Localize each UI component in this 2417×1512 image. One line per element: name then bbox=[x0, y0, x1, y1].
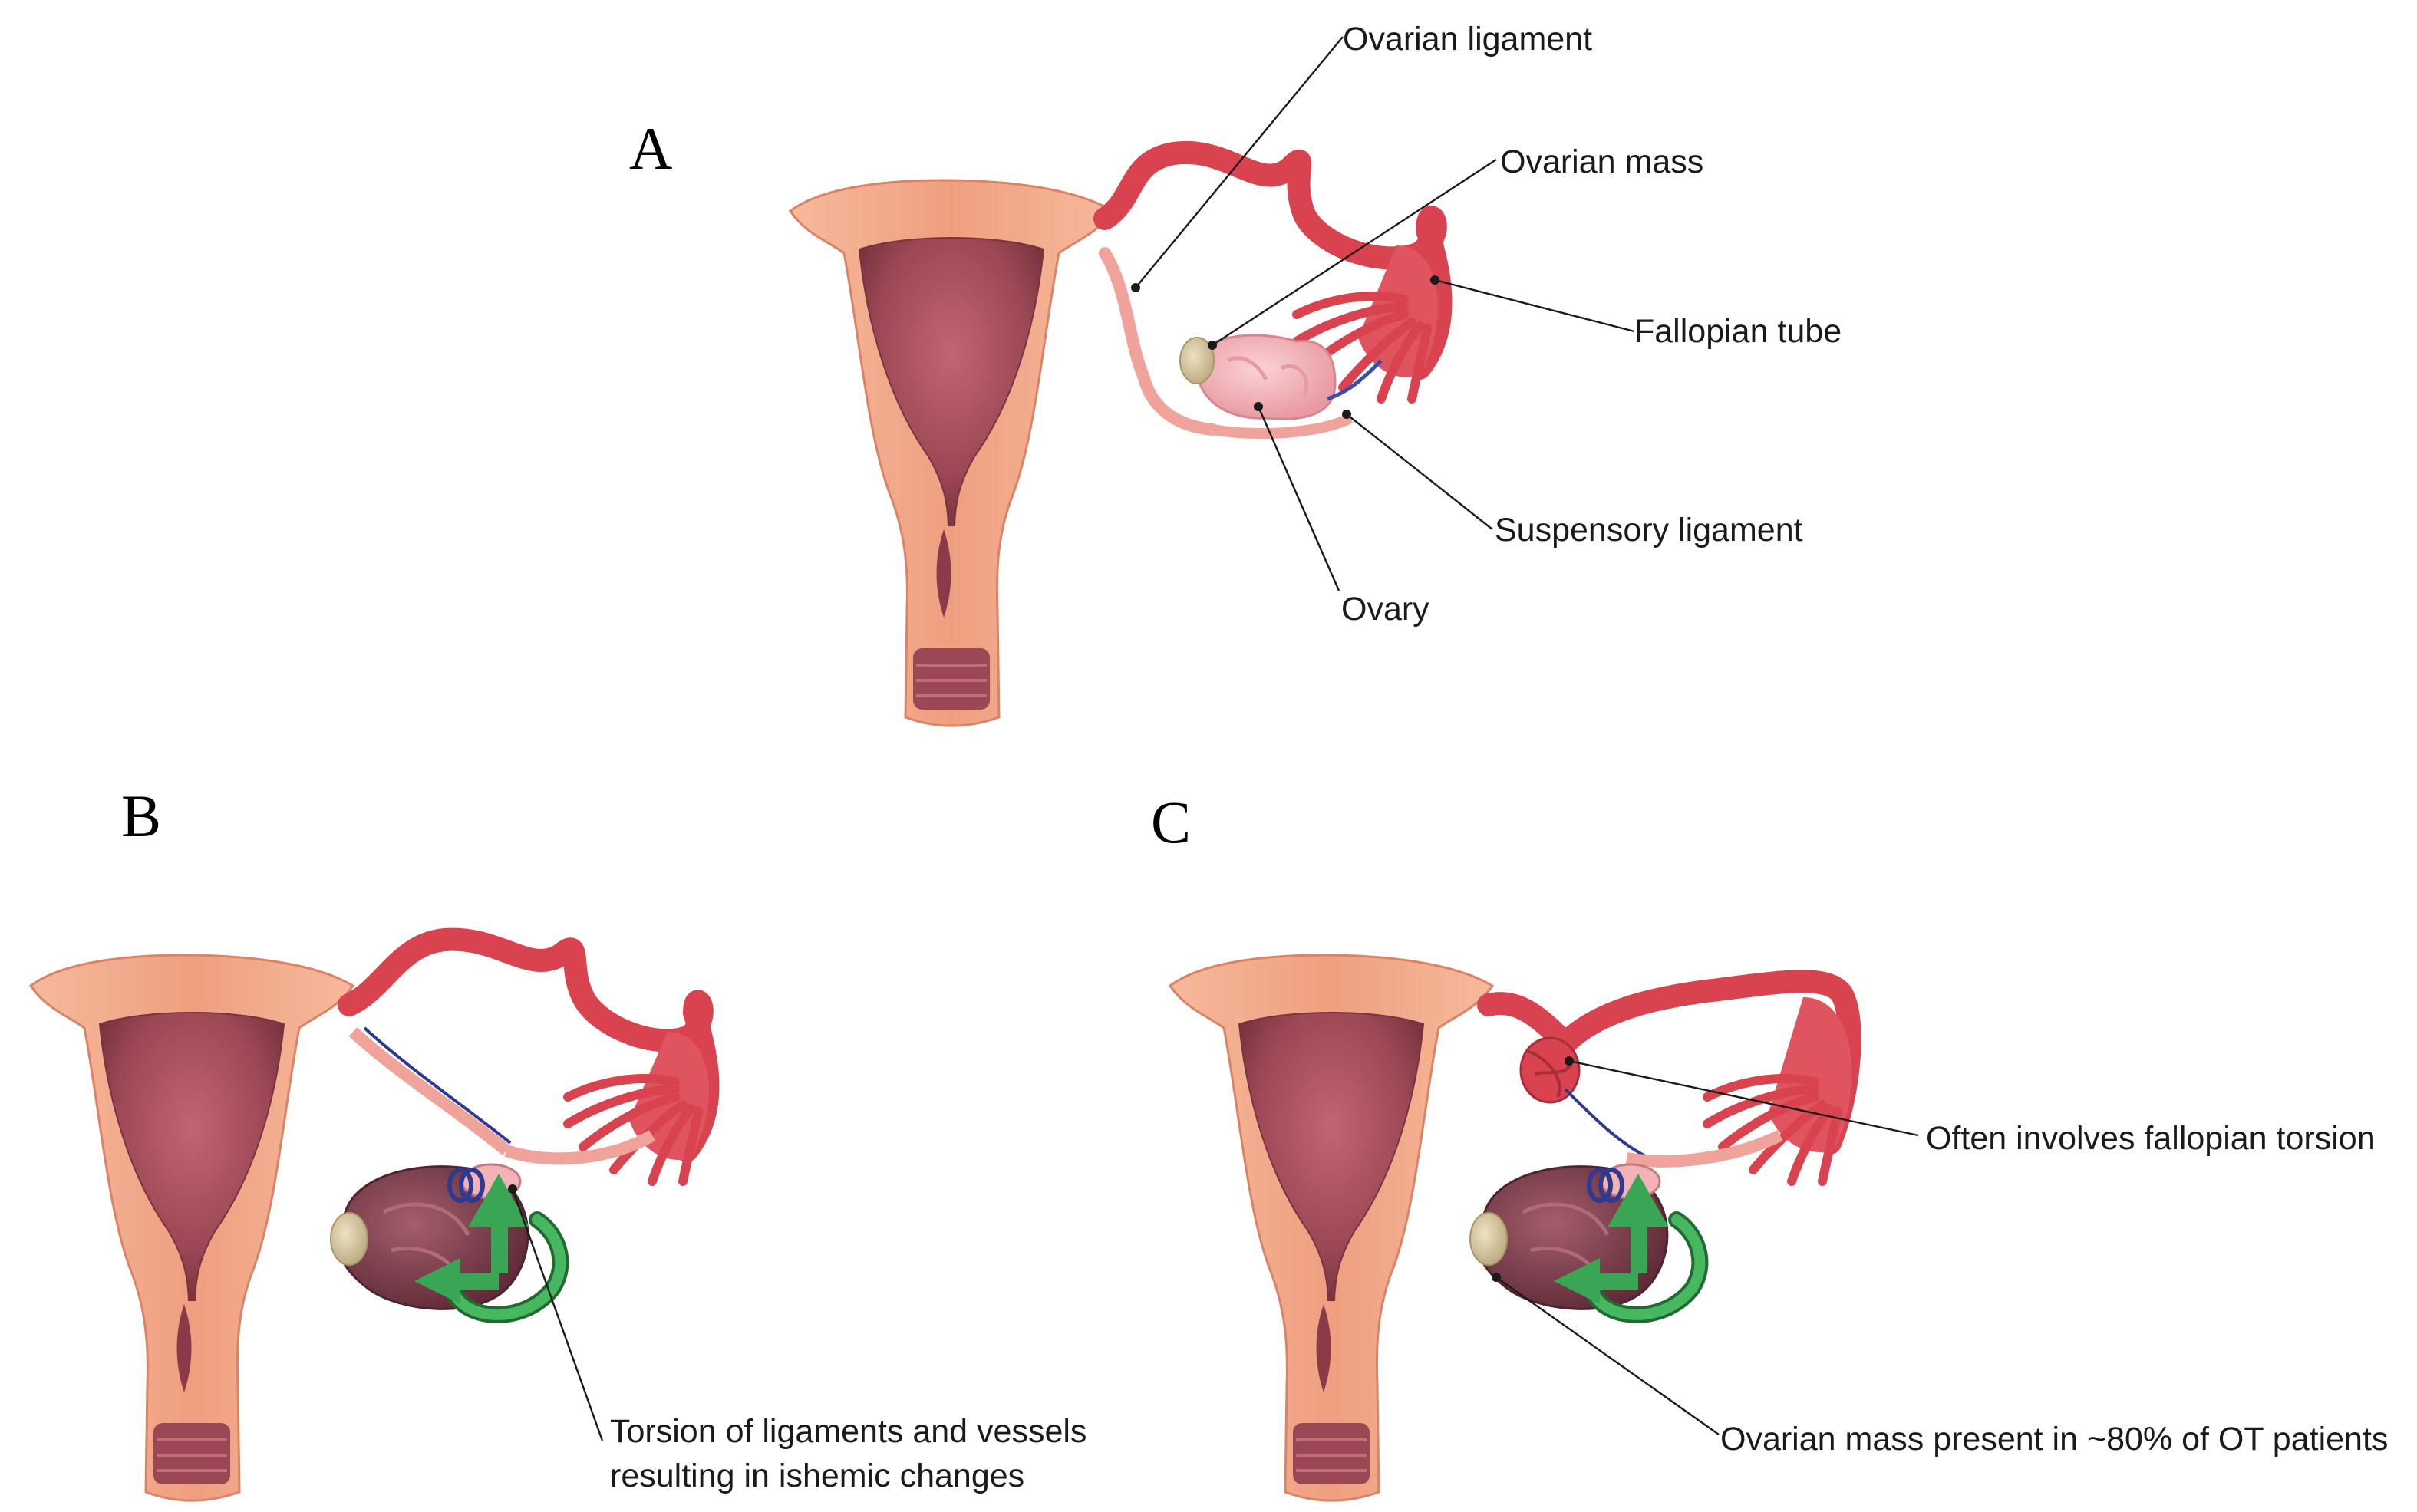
uterus-illustration-a bbox=[789, 179, 1114, 728]
suspensory-ligament-a bbox=[1327, 359, 1383, 401]
fimbriae-b bbox=[568, 1079, 698, 1181]
uterus-illustration-c bbox=[1169, 954, 1494, 1503]
label-torsion-line1: Torsion of ligaments and vessels bbox=[610, 1413, 1086, 1450]
fallopian-tube-a bbox=[1093, 140, 1453, 380]
twisted-ovary-b bbox=[336, 1165, 529, 1310]
label-fallopian-tube: Fallopian tube bbox=[1634, 313, 1842, 350]
label-ovary: Ovary bbox=[1341, 591, 1429, 628]
panel-b: B Torsion of ligaments and vessels resul… bbox=[29, 782, 1086, 1503]
ovarian-mass-c bbox=[1469, 1212, 1508, 1266]
fallopian-tube-c bbox=[1477, 970, 1861, 1155]
label-mass-present: Ovarian mass present in ~80% of OT patie… bbox=[1720, 1421, 2388, 1458]
ovarian-ligament-a bbox=[1099, 247, 1218, 436]
label-ovarian-mass: Ovarian mass bbox=[1500, 143, 1703, 180]
panel-a: A Ovarian ligament Ovarian mass Fallopia… bbox=[629, 21, 1842, 728]
label-suspensory-ligament: Suspensory ligament bbox=[1495, 512, 1803, 548]
label-torsion-line2: resulting in ishemic changes bbox=[610, 1458, 1024, 1494]
panel-a-letter: A bbox=[629, 115, 672, 182]
ovarian-mass-a bbox=[1179, 337, 1215, 384]
label-ovarian-ligament: Ovarian ligament bbox=[1343, 21, 1592, 58]
fallopian-tube-b bbox=[338, 927, 720, 1162]
panel-c-letter: C bbox=[1151, 789, 1191, 855]
ovarian-mass-b bbox=[330, 1212, 368, 1266]
panel-b-letter: B bbox=[121, 782, 161, 849]
panel-c: C Often involves fallopian torsion Ovari… bbox=[1151, 789, 2388, 1503]
uterus-illustration-b bbox=[29, 954, 354, 1503]
label-fallopian-torsion: Often involves fallopian torsion bbox=[1926, 1120, 2376, 1157]
